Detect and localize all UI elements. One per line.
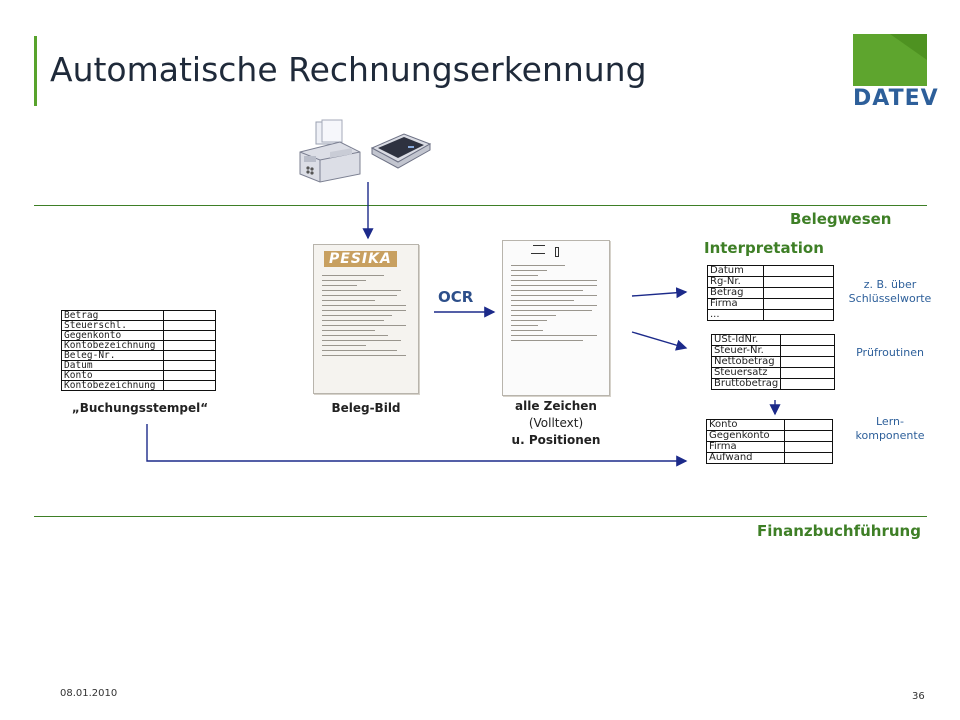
divider-belegwesen [34,205,927,206]
section-label-finanzbuchfuehrung: Finanzbuchführung [757,522,921,540]
label-ocr: OCR [438,288,474,306]
arrow-to-checks [631,331,688,351]
caption-beleg-bild: Beleg-Bild [331,401,401,415]
datev-logo-mark [853,34,927,86]
form-keywords: Datum Rg-Nr. Betrag Firma ... [707,265,834,321]
buchungsstempel-form: Betrag Steuerschl. Gegenkonto Kontobezei… [61,310,216,391]
table-row: Konto [706,419,833,431]
page-number: 36 [912,691,925,702]
beleg-header-pesika: PESIKA [324,251,397,267]
table-row: Aufwand [706,452,833,464]
table-row: Betrag [61,310,216,321]
table-row: Datum [707,265,834,277]
caption-buchungsstempel: „Buchungsstempel“ [71,401,209,415]
arrow-to-keywords [631,287,688,299]
table-row: USt-IdNr. [710,334,836,346]
table-row: Datum [61,360,216,371]
table-row: Gegenkonto [706,430,833,442]
fax-machine-icon [299,119,361,183]
ocr-fulltext-document [502,240,610,396]
section-label-belegwesen: Belegwesen [790,210,892,228]
beleg-image: PESIKA [313,244,419,394]
table-row: Firma [706,441,833,453]
form-checks: USt-IdNr. Steuer-Nr. Nettobetrag Steuers… [710,334,836,390]
table-row: Nettobetrag [710,356,836,368]
label-interpretation: Interpretation [704,239,824,257]
table-row: Firma [707,298,834,310]
page-title: Automatische Rechnungserkennung [50,50,647,89]
datev-logo-text: DATEV [853,86,939,111]
table-row: Konto [61,370,216,381]
table-row: Kontobezeichnung [61,340,216,351]
form-learning: Konto Gegenkonto Firma Aufwand [706,419,833,464]
note-learning: Lern- komponente [855,415,925,442]
table-row: ... [707,309,834,321]
table-row: Gegenkonto [61,330,216,341]
note-keywords: z. B. über Schlüsselworte [848,278,932,305]
table-row: Kontobezeichnung [61,380,216,391]
caption-ocr-output: alle Zeichen (Volltext) u. Positionen [511,399,601,447]
scanner-icon [370,133,432,169]
table-row: Betrag [707,287,834,299]
table-row: Beleg-Nr. [61,350,216,361]
table-row: Steuersatz [710,367,836,379]
table-row: Rg-Nr. [707,276,834,288]
table-row: Steuer-Nr. [710,345,836,357]
footer-date: 08.01.2010 [60,688,118,699]
divider-finanzbuchfuehrung [34,516,927,517]
title-accent-bar [34,36,37,106]
note-checks: Prüfroutinen [856,346,924,359]
table-row: Bruttobetrag [710,378,836,390]
beleg-text-lines [322,275,410,360]
ocr-text-lines [511,265,601,345]
table-row: Steuerschl. [61,320,216,331]
